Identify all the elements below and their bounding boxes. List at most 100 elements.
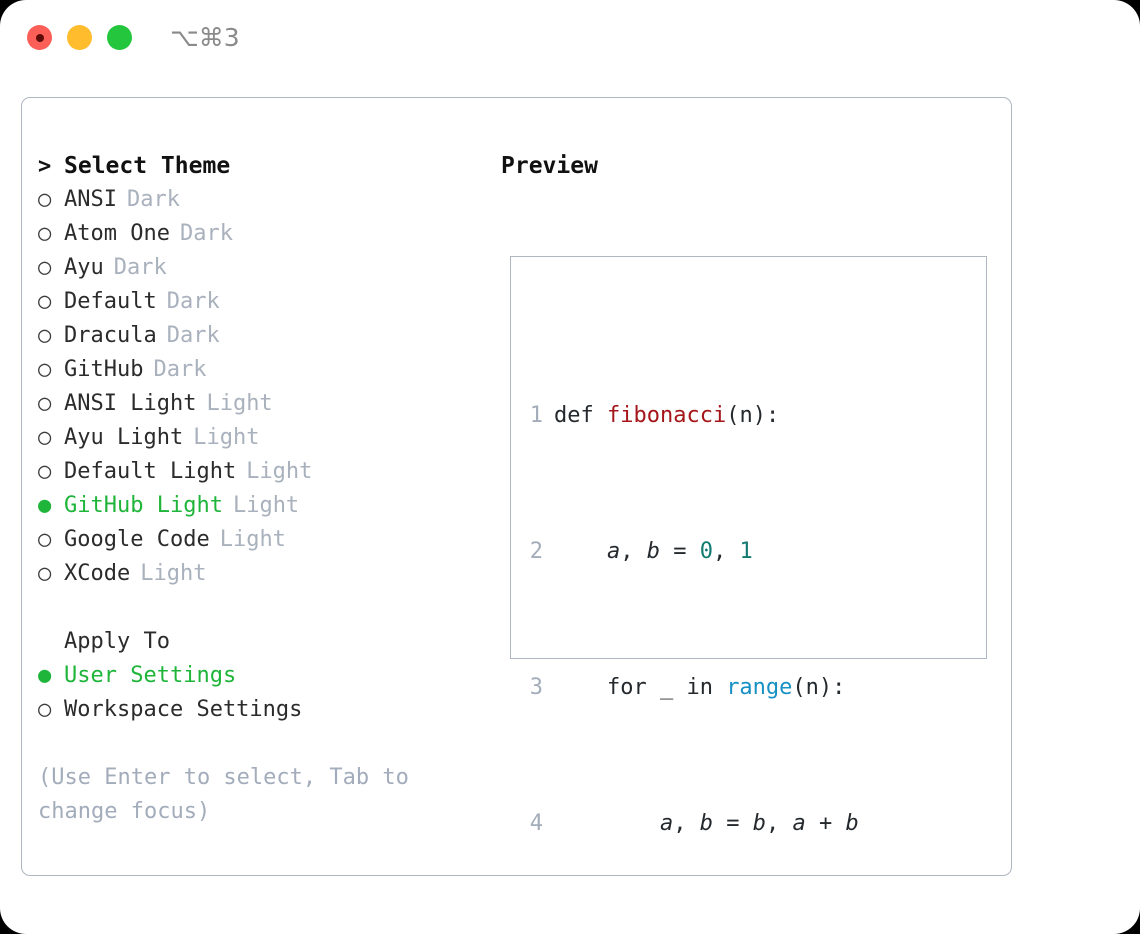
theme-list-item[interactable]: ○ ANSI Light Light	[38, 387, 498, 421]
code-token: ,	[673, 811, 700, 836]
theme-variant-tag: Dark	[153, 357, 207, 382]
code-token: ,	[620, 539, 647, 564]
radio-unselected-icon[interactable]: ○	[38, 425, 52, 450]
code-token: a	[659, 811, 674, 836]
theme-list-item[interactable]: ○ Ayu Light Light	[38, 421, 498, 455]
code-token: +	[805, 811, 846, 836]
code-token: 1	[739, 539, 753, 564]
line-number: 1	[529, 403, 543, 428]
theme-name: Dracula	[64, 323, 157, 348]
theme-name: Atom One	[64, 221, 170, 246]
code-token: (n):	[792, 675, 846, 700]
line-number: 2	[529, 539, 543, 564]
line-number: 3	[529, 675, 543, 700]
radio-unselected-icon[interactable]: ○	[38, 527, 52, 552]
theme-list-header-label: Select Theme	[64, 153, 231, 179]
theme-list-item[interactable]: ○ ANSI Dark	[38, 183, 498, 217]
radio-unselected-icon[interactable]: ○	[38, 357, 52, 382]
caret-icon: >	[38, 154, 52, 179]
theme-list-item[interactable]: ○ Default Light Light	[38, 455, 498, 489]
theme-name: Ayu	[64, 255, 104, 280]
code-token	[554, 807, 660, 841]
theme-list-item[interactable]: ○ Atom One Dark	[38, 217, 498, 251]
theme-list-item[interactable]: ○ Default Dark	[38, 285, 498, 319]
code-line: 1 def fibonacci (n):	[521, 399, 885, 433]
theme-variant-tag: Dark	[166, 323, 220, 348]
code-token: ,	[765, 811, 793, 836]
theme-variant-tag: Dark	[166, 289, 220, 314]
theme-variant-tag: Dark	[113, 255, 167, 280]
code-token: range	[726, 675, 793, 700]
radio-unselected-icon[interactable]: ○	[38, 561, 52, 586]
apply-to-item[interactable]: ○ Workspace Settings	[38, 693, 498, 727]
theme-name: Default	[64, 289, 157, 314]
theme-list-item[interactable]: ○ Dracula Dark	[38, 319, 498, 353]
theme-list-item[interactable]: ○ Ayu Dark	[38, 251, 498, 285]
line-number: 4	[529, 811, 543, 836]
code-line: 3 for _ in range (n):	[521, 671, 885, 705]
code-token: for _ in	[554, 675, 727, 700]
theme-variant-tag: Light	[206, 391, 273, 416]
theme-name: XCode	[64, 561, 131, 586]
radio-unselected-icon[interactable]: ○	[38, 187, 52, 212]
code-token: a	[606, 539, 621, 564]
code-token: fibonacci	[606, 403, 727, 428]
theme-name: ANSI	[64, 187, 117, 212]
radio-selected-icon[interactable]: ●	[38, 493, 52, 518]
theme-list-item-selected[interactable]: ● GitHub Light Light	[38, 489, 498, 523]
theme-list-item[interactable]: ○ Google Code Light	[38, 523, 498, 557]
code-line: 4 a , b = b , a + b	[521, 807, 885, 841]
code-token: (n):	[726, 403, 780, 428]
theme-variant-tag: Light	[232, 493, 300, 518]
code-token: =	[659, 539, 700, 564]
radio-unselected-icon[interactable]: ○	[38, 323, 52, 348]
theme-variant-tag: Light	[140, 561, 207, 586]
code-token: b	[752, 811, 766, 836]
traffic-lights	[27, 25, 132, 50]
radio-unselected-icon[interactable]: ○	[38, 255, 52, 280]
code-token	[554, 535, 607, 569]
theme-variant-tag: Light	[246, 459, 313, 484]
theme-list-item[interactable]: ○ XCode Light	[38, 557, 498, 591]
theme-name: GitHub Light	[64, 493, 223, 518]
main-panel: > Select Theme ○ ANSI Dark ○ Atom One Da…	[21, 97, 1012, 876]
radio-unselected-icon[interactable]: ○	[38, 289, 52, 314]
apply-to-item-selected[interactable]: ● User Settings	[38, 659, 498, 693]
apply-to-header: Apply To	[38, 625, 498, 659]
code-token: b	[646, 539, 660, 564]
theme-variant-tag: Dark	[126, 187, 180, 212]
minimize-button[interactable]	[67, 25, 92, 50]
code-token: b	[699, 811, 713, 836]
theme-name: Default Light	[64, 459, 237, 484]
keyboard-hint-text: (Use Enter to select, Tab to change focu…	[38, 765, 423, 824]
radio-unselected-icon[interactable]: ○	[38, 391, 52, 416]
keyboard-shortcut-label: ⌥⌘3	[170, 23, 240, 52]
theme-name: GitHub	[64, 357, 144, 382]
code-token: b	[845, 811, 859, 836]
radio-unselected-icon[interactable]: ○	[38, 697, 52, 722]
theme-list-item[interactable]: ○ GitHub Dark	[38, 353, 498, 387]
code-token: 0	[699, 539, 713, 564]
radio-unselected-icon[interactable]: ○	[38, 221, 52, 246]
code-token: def	[554, 403, 607, 428]
close-button[interactable]	[27, 25, 52, 50]
radio-unselected-icon[interactable]: ○	[38, 459, 52, 484]
blank-marker	[38, 625, 64, 659]
theme-name: Google Code	[64, 527, 210, 552]
code-sample: 1 def fibonacci (n): 2 a , b =	[521, 297, 885, 934]
apply-to-option-label: Workspace Settings	[64, 697, 303, 722]
theme-selector-column: > Select Theme ○ ANSI Dark ○ Atom One Da…	[38, 149, 498, 727]
code-line: 2 a , b = 0 , 1	[521, 535, 885, 569]
radio-selected-icon[interactable]: ●	[38, 663, 52, 688]
list-spacer	[38, 591, 498, 625]
apply-to-option-label: User Settings	[64, 663, 237, 688]
theme-variant-tag: Light	[193, 425, 260, 450]
apply-to-header-label: Apply To	[64, 629, 170, 654]
code-token: =	[712, 811, 753, 836]
maximize-button[interactable]	[107, 25, 132, 50]
preview-title: Preview	[501, 153, 598, 179]
theme-variant-tag: Light	[219, 527, 286, 552]
preview-column: Preview 1 def fibonacci (n): 2 a	[501, 149, 991, 836]
code-token: a	[792, 811, 806, 836]
